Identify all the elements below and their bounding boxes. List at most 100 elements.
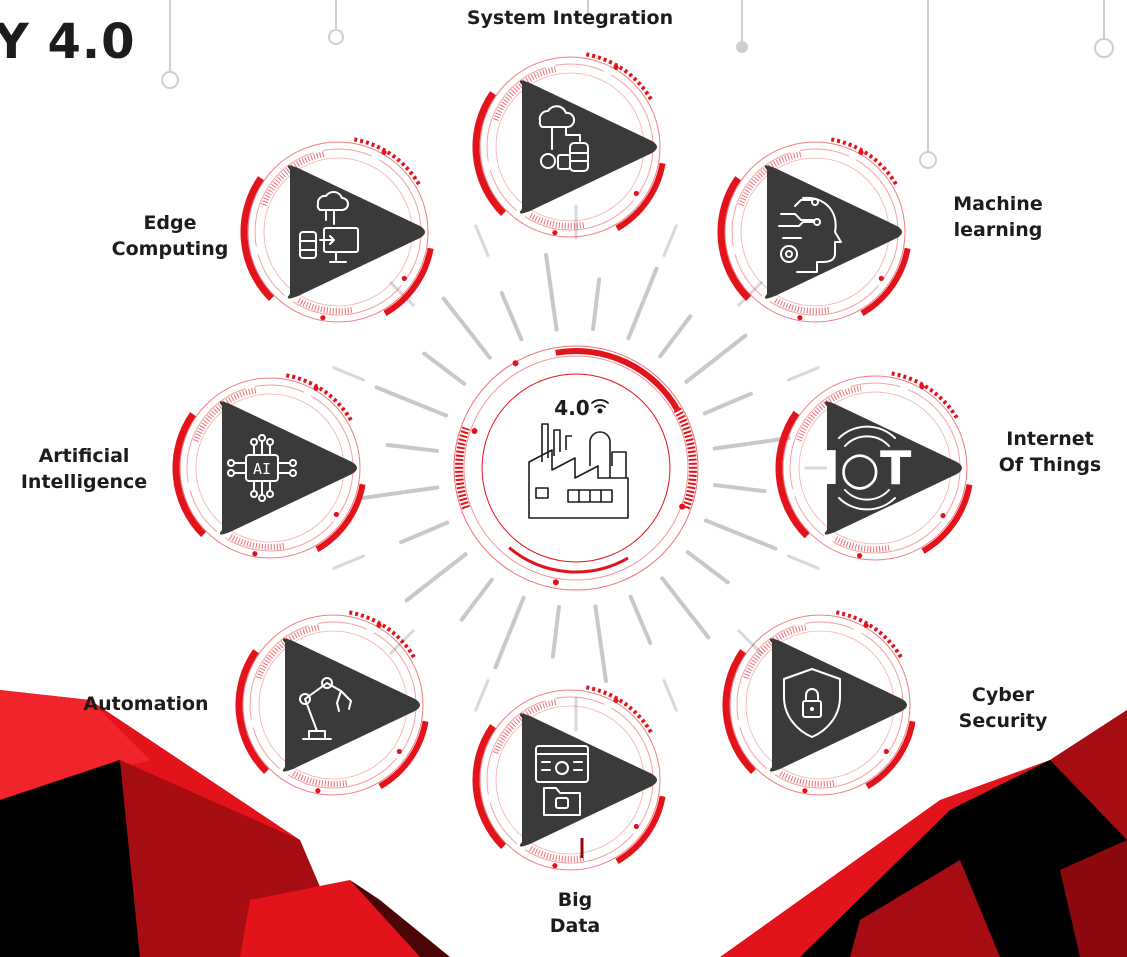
spoke-line [628,594,653,645]
hub-dot [679,503,686,510]
hub-dot [512,360,519,367]
node-artificial-intelligence: AI [172,373,366,559]
background-shapes [0,690,1127,957]
label-system-integration: System Integration [440,5,700,31]
ring-dot [858,149,864,155]
spoke-line [399,520,450,545]
ring-outline [479,56,661,238]
spoke-line [550,604,561,659]
label-line: Cyber [971,684,1035,706]
hub-ring [463,355,689,581]
ring-dot [633,190,639,197]
ring-tick-arc [830,137,899,187]
play-triangle-icon [764,165,902,299]
ring-arc [615,162,666,231]
ring-arc [722,649,756,774]
spoke-line [626,266,659,341]
center-hub: 4.0 [453,345,699,591]
label-line: Artificial [38,445,130,467]
ring-outline [724,141,906,323]
ring-hatch [779,770,835,787]
iot-icon: I○T [823,425,912,511]
label-line: Of Things [998,454,1102,476]
ring-arc [378,720,429,789]
ring-dot [320,315,326,321]
ring-arc [860,247,911,316]
play-triangle-icon [219,401,357,535]
spoke-line [332,554,366,570]
spoke-line [332,366,366,382]
ring-arc [383,247,434,316]
hub-hatch [455,426,470,510]
spoke-line [422,351,467,386]
spoke-line [712,483,767,494]
node-internet-of-things: I○T [775,371,973,561]
play-triangle-icon [824,401,962,535]
label-line: Security [958,710,1048,732]
ring-hatch [742,624,807,680]
ring-dot [396,748,402,755]
label-line: Machine [953,193,1043,215]
ring-tick-arc [348,610,417,660]
cloud-database-gear-icon [538,105,589,172]
ring-arc [865,720,916,789]
ring-hatch [192,387,257,443]
ring-outline [729,614,911,796]
spoke-line [404,552,468,603]
ring-outline [247,141,429,323]
label-line: learning [953,219,1043,241]
ring-hatch [492,66,557,122]
page-title: Y 4.0 [0,14,136,70]
spoke-line [702,391,753,416]
ring-dot [919,383,925,390]
label-automation: Automation [66,691,226,717]
label-line: Intelligence [20,471,148,493]
spoke-line [737,629,763,655]
ring-tick-arc [585,685,654,735]
ring-hatch [255,624,320,680]
ring-arc [235,649,269,774]
label-machine-learning: Machine learning [928,191,1068,243]
spoke-line [660,576,711,640]
spoke-line [474,224,490,258]
hanging-lines-decoration [161,0,1114,169]
spoke-line [374,385,449,418]
label-line: Edge [143,212,197,234]
spoke-line [474,678,490,712]
data-folder-icon [535,745,589,816]
hub-arc [508,546,629,574]
ring-arc [172,412,206,537]
node-cyber-security [722,610,916,796]
head-circuit-gear-icon [778,196,842,273]
ring-outline [242,614,424,796]
spoke-line [493,595,526,670]
ring-tick-arc [891,371,960,422]
node-system-integration [472,52,666,238]
ring-dot [856,553,863,559]
spoke-line [591,277,602,332]
label-line: System Integration [466,7,674,29]
spoke-line [361,485,440,500]
spoke-line [685,550,730,585]
robot-arm-icon [299,677,352,740]
ring-arc [717,176,751,301]
ring-arc [921,484,973,554]
ring-arc [775,410,810,539]
hub-ring [453,345,699,591]
ring-dot [315,788,321,794]
spoke-line [662,678,678,712]
ring-dot [797,315,803,321]
ring-dot [940,513,946,519]
spoke-line [593,604,608,683]
ring-hatch [260,151,325,207]
ring-tick-arc [835,610,904,660]
spoke-line [684,333,748,384]
ring-dot [313,385,319,391]
connector-spokes [312,204,840,732]
ring-dot [802,788,808,794]
ring-hatch [529,212,585,229]
ring-hatch [292,770,348,787]
ring-tick-arc [285,373,354,423]
ring-dot [333,511,339,518]
